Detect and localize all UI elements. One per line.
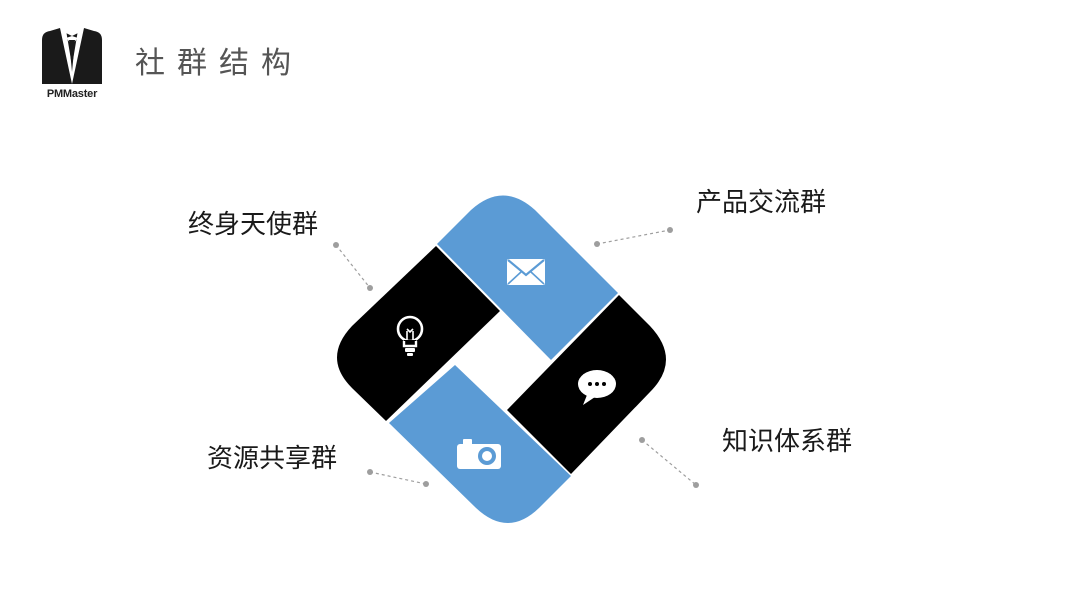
logo-text: PMMaster	[46, 88, 98, 100]
label-product-exchange: 产品交流群	[696, 188, 827, 218]
page-title: 社群结构	[135, 46, 303, 81]
connector-resource-sharing	[367, 469, 429, 487]
segment-lifelong-angel	[337, 246, 500, 421]
label-knowledge-system: 知识体系群	[722, 427, 853, 457]
label-lifelong-angel: 终身天使群	[188, 210, 319, 240]
connector-product-exchange	[594, 227, 673, 247]
pmmaster-logo-icon	[42, 28, 102, 84]
envelope-icon	[507, 259, 545, 285]
lightbulb-icon	[396, 315, 424, 356]
connector-knowledge-system	[639, 437, 699, 488]
connector-lifelong-angel	[333, 242, 373, 291]
chat-bubble-icon	[578, 370, 616, 405]
camera-icon	[457, 439, 501, 469]
label-resource-sharing: 资源共享群	[207, 444, 338, 474]
